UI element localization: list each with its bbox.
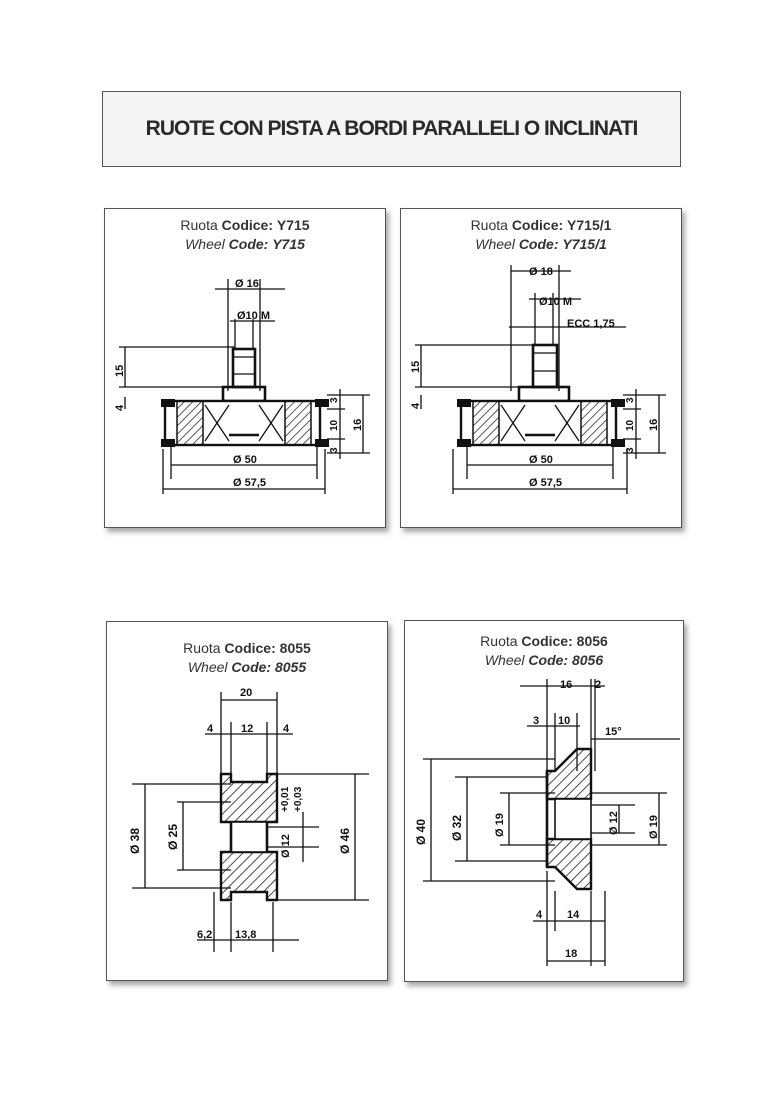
dim-tolerance-1: +0,01 [280,786,291,812]
product-code: 8055 [279,640,311,656]
card-caption: Ruota Codice: Y715 Wheel Code: Y715 [105,216,385,254]
dim-3-top: 3 [329,397,340,403]
dim-height-4: 4 [114,404,126,411]
dim-6-2: 6,2 [197,929,212,941]
dim-3-top: 3 [625,397,636,403]
product-code-en: Y715/1 [562,236,607,252]
dim-13-8: 13,8 [235,929,256,941]
dim-angle-15: 15° [605,726,622,738]
dim-10: 10 [329,419,340,431]
card-caption: Ruota Codice: Y715/1 Wheel Code: Y715/1 [401,216,681,254]
code-label: Code: [528,652,569,668]
dim-outer-diameter: Ø 57,5 [233,477,266,489]
dim-10: 10 [558,715,570,727]
dim-shaft-diameter: Ø 16 [235,278,259,290]
product-code: Y715/1 [567,217,612,233]
dim-16: 16 [560,679,572,691]
dim-3-bottom: 3 [329,447,340,453]
wheel-card-8055: Ruota Codice: 8055 Wheel Code: 8055 20 4… [106,621,388,981]
code-label: Code: [518,236,559,252]
ruota-label: Ruota [180,217,218,233]
dim-18: 18 [565,948,577,960]
ruota-label: Ruota [470,217,508,233]
wheel-label: Wheel [484,652,525,668]
page-title: RUOTE CON PISTA A BORDI PARALLELI O INCL… [145,117,639,140]
dim-diameter-32: Ø 32 [450,815,464,841]
product-code-en: 8056 [571,652,604,668]
page-title-box: RUOTE CON PISTA A BORDI PARALLELI O INCL… [102,91,681,167]
dim-shaft-diameter: Ø 18 [529,266,553,278]
product-code-en: Y715 [272,236,305,252]
dim-thread: Ø10 M [539,296,572,308]
technical-drawing-y715: Ø 16 Ø10 M 15 4 [114,278,370,494]
dim-eccentricity: ECC 1,75 [567,318,615,330]
dim-diameter-19-left: Ø 19 [494,813,506,837]
card-caption: Ruota Codice: 8056 Wheel Code: 8056 [405,632,683,670]
codice-label: Codice: [511,217,564,233]
dim-3: 3 [533,715,539,727]
dim-4-right: 4 [283,723,290,735]
dim-diameter-40: Ø 40 [414,819,428,845]
product-code-en: 8055 [274,659,307,675]
dim-diameter-46: Ø 46 [338,828,352,854]
wheel-card-y715: Ruota Codice: Y715 Wheel Code: Y715 Ø 16… [104,208,386,528]
dim-10: 10 [625,419,636,431]
dim-inner-diameter: Ø 50 [233,454,257,466]
dim-tolerance-2: +0,03 [293,786,304,812]
card-caption: Ruota Codice: 8055 Wheel Code: 8055 [107,639,387,677]
code-label: Code: [228,236,269,252]
ruota-label: Ruota [480,633,518,649]
dim-4-left: 4 [207,723,214,735]
codice-label: Codice: [521,633,573,649]
dim-diameter-38: Ø 38 [128,828,142,854]
dim-16: 16 [648,419,660,431]
technical-drawing-8056: 16 2 3 10 15° Ø 40 Ø 32 Ø 19 Ø 12 [414,679,680,966]
codice-label: Codice: [221,217,273,233]
dim-width-20: 20 [240,687,252,699]
dim-height-15: 15 [114,365,126,377]
code-label: Code: [231,659,272,675]
dim-12: 12 [241,723,253,735]
dim-diameter-25: Ø 25 [166,824,180,850]
wheel-label: Wheel [187,659,228,675]
dim-diameter-19-right: Ø 19 [648,815,660,839]
dim-height-15: 15 [410,361,422,373]
dim-thread: Ø10 M [237,310,270,322]
dim-4: 4 [536,909,543,921]
product-code: 8056 [576,633,608,649]
dim-diameter-12: Ø 12 [608,811,620,835]
codice-label: Codice: [224,640,276,656]
dim-outer-diameter: Ø 57,5 [529,477,562,489]
dim-16: 16 [352,419,364,431]
dim-3-bottom: 3 [625,447,636,453]
technical-drawing-y715-1: Ø 18 Ø10 M ECC 1,75 15 4 3 [410,265,666,494]
wheel-label: Wheel [185,236,225,252]
dim-diameter-12: Ø 12 [280,834,292,858]
dim-height-4: 4 [410,402,422,409]
product-code: Y715 [276,217,310,233]
dim-inner-diameter: Ø 50 [529,454,553,466]
ruota-label: Ruota [183,640,221,656]
wheel-card-8056: Ruota Codice: 8056 Wheel Code: 8056 16 2… [404,620,684,982]
wheel-card-y715-1: Ruota Codice: Y715/1 Wheel Code: Y715/1 … [400,208,682,528]
dim-14: 14 [567,909,580,921]
technical-drawing-8055: 20 4 12 4 Ø 38 Ø 25 Ø 12 +0,01 +0,03 Ø 4… [128,687,369,952]
wheel-label: Wheel [475,236,515,252]
dim-2: 2 [595,679,601,691]
